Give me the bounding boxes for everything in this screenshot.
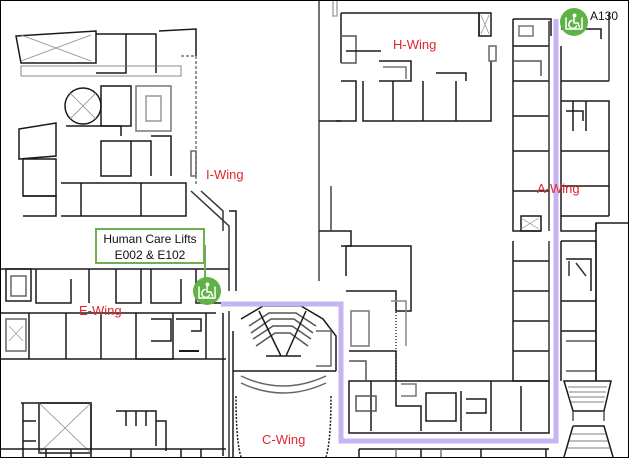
wing-label-a: A-Wing — [537, 181, 580, 196]
callout-line-2: E002 & E102 — [114, 248, 186, 262]
accessible-icon — [198, 282, 216, 299]
accessible-route — [221, 19, 559, 444]
callout-line-1: Human Care Lifts — [103, 232, 197, 246]
accessible-icon — [565, 13, 583, 30]
accessible-lift-a130[interactable] — [560, 8, 588, 36]
wing-label-h: H-Wing — [393, 37, 437, 52]
human-care-lifts-callout: Human Care Lifts E002 & E102 — [95, 228, 205, 264]
callout-leader-line — [204, 245, 206, 279]
wing-label-e: E-Wing — [79, 303, 122, 318]
accessible-lift-e002-e102[interactable] — [193, 277, 221, 305]
room-label-a130: A130 — [590, 9, 619, 23]
wing-label-i: I-Wing — [206, 167, 244, 182]
wing-label-c: C-Wing — [262, 432, 306, 447]
